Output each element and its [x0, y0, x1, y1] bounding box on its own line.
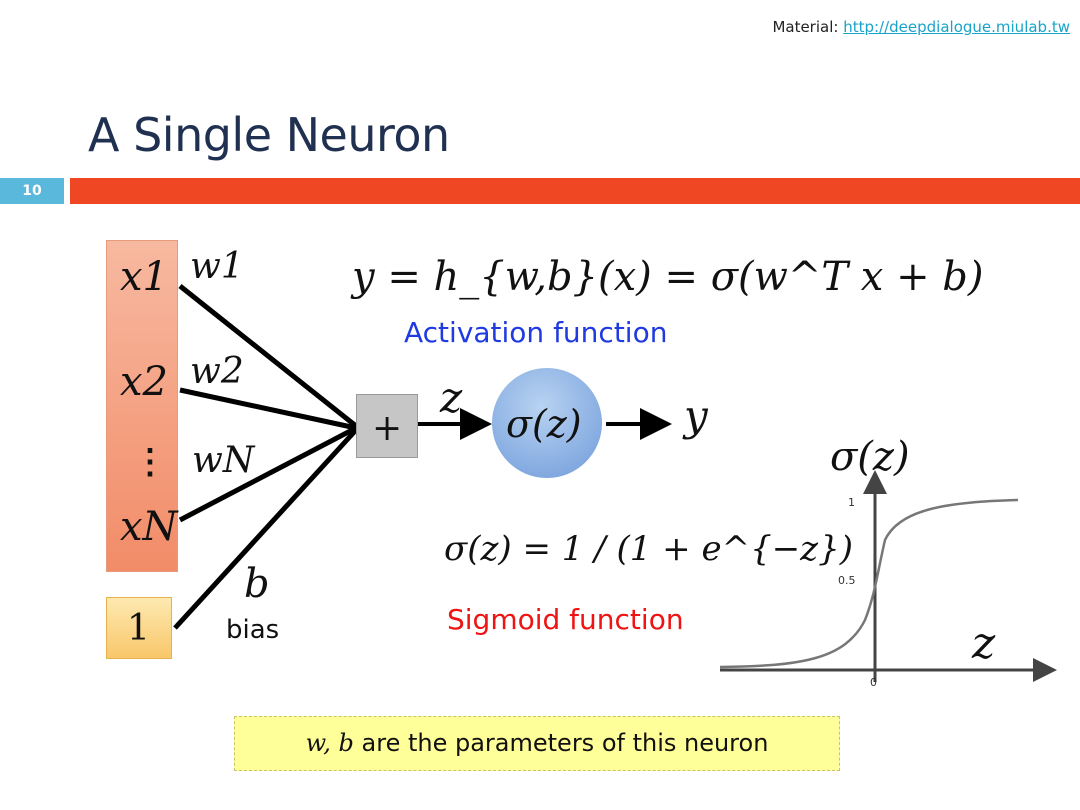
weight-w2: w2 — [190, 351, 244, 392]
sigmoid-curve — [720, 498, 1019, 669]
neuron-sigma: σ(z) — [506, 402, 582, 446]
sum-symbol: + — [372, 408, 402, 449]
summation-box — [356, 394, 418, 458]
edge-x2 — [179, 387, 357, 431]
weight-wN: wN — [192, 440, 256, 481]
parameters-note: w, b are the parameters of this neuron — [234, 716, 840, 771]
plot-title: σ(z) — [830, 434, 910, 480]
tick-y-mid: 0.5 — [838, 574, 856, 587]
neuron-circle — [492, 368, 602, 478]
sigmoid-formula: σ(z) = 1 / (1 + e^{−z}) — [444, 529, 853, 569]
tick-x-origin: 0 — [870, 676, 877, 689]
output-y: y — [682, 391, 709, 440]
input-x1: x1 — [120, 254, 168, 300]
bias-input-box — [106, 597, 172, 659]
material-source: Material: http://deepdialogue.miulab.tw — [772, 18, 1070, 36]
edge-x1 — [178, 284, 358, 428]
sigmoid-function-label: Sigmoid function — [447, 603, 684, 636]
weight-w1: w1 — [190, 246, 244, 287]
input-x2: x2 — [120, 359, 168, 405]
material-link[interactable]: http://deepdialogue.miulab.tw — [843, 18, 1070, 36]
input-xN: xN — [120, 504, 180, 550]
slide-title: A Single Neuron — [88, 108, 450, 162]
material-prefix: Material: — [772, 18, 844, 36]
sigmoid-plot: σ(z) 1 0.5 0 z — [720, 434, 1057, 689]
activation-function-label: Activation function — [404, 316, 668, 349]
edge-xN — [178, 425, 358, 523]
plot-x-label: z — [971, 618, 996, 669]
main-equation: y = h_{w,b}(x) = σ(w^T x + b) — [350, 254, 984, 300]
bias-symbol: b — [244, 561, 270, 607]
edge-bias — [173, 428, 358, 630]
note-vars: w, b — [305, 729, 354, 757]
bias-input-value: 1 — [127, 608, 150, 649]
z-label: z — [439, 373, 463, 422]
accent-bar — [70, 178, 1080, 204]
inputs-box — [106, 240, 178, 572]
bias-label: bias — [226, 615, 280, 645]
note-text: are the parameters of this neuron — [353, 729, 769, 757]
input-ellipsis: ⋮ — [133, 442, 167, 482]
page-number-badge: 10 — [0, 178, 64, 204]
tick-y-top: 1 — [848, 496, 855, 509]
